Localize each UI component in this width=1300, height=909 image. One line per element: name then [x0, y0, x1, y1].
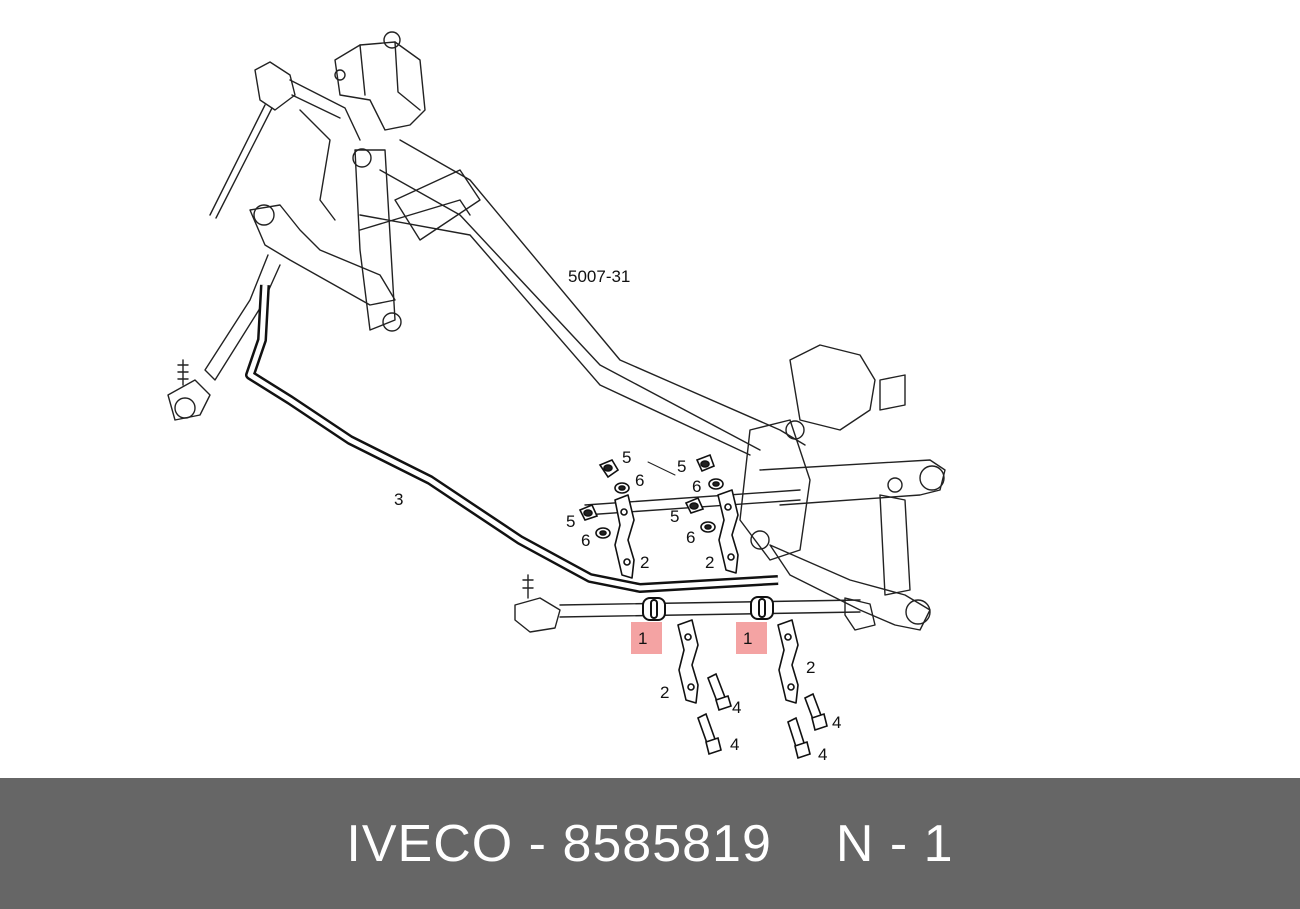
callout-5-d: 5	[670, 507, 679, 526]
highlight-box-left	[631, 622, 662, 654]
bolts	[697, 672, 828, 760]
quantity-label: N - 1	[835, 814, 954, 873]
callout-5-b: 5	[677, 457, 686, 476]
stabilizer-bushings	[642, 596, 774, 621]
right-spring-bracket	[789, 344, 876, 431]
callout-1-right: 1	[743, 629, 752, 648]
callout-2-a: 2	[640, 553, 649, 572]
brand-part-number: IVECO - 8585819	[346, 814, 772, 873]
callout-6-b: 6	[692, 477, 701, 496]
upper-spring-bracket	[334, 41, 426, 131]
callout-2-d: 2	[660, 683, 669, 702]
callout-1-left: 1	[638, 629, 647, 648]
axle-beam	[399, 139, 806, 446]
highlight-box-right	[736, 622, 767, 654]
callout-6-c: 6	[581, 531, 590, 550]
parts-diagram: 5007-31 1 1 3 2 2 2 2 4 4 4 4 5 5 5 5 6 …	[167, 31, 946, 764]
left-shackle	[354, 149, 396, 331]
exploded-view-drawing: 5007-31 1 1 3 2 2 2 2 4 4 4 4 5 5 5 5 6 …	[167, 31, 946, 764]
lower-tie-rod	[559, 599, 861, 618]
callout-6-a: 6	[635, 471, 644, 490]
callout-3: 3	[394, 490, 403, 509]
callout-4-a: 4	[732, 698, 741, 717]
upper-left-link	[254, 61, 296, 111]
callout-6-d: 6	[686, 528, 695, 547]
stabilizer-clamps	[614, 489, 799, 704]
lower-left-arm	[249, 204, 396, 306]
callout-4-b: 4	[730, 735, 739, 754]
tie-rod-end-right	[514, 597, 561, 633]
reference-number: 5007-31	[568, 267, 630, 286]
callout-2-b: 2	[705, 553, 714, 572]
callout-2-c: 2	[806, 658, 815, 677]
callout-5-c: 5	[566, 512, 575, 531]
callout-4-d: 4	[818, 745, 827, 764]
part-info-footer: IVECO - 8585819 N - 1	[0, 778, 1300, 909]
right-shackle	[739, 419, 811, 561]
callout-5-a: 5	[622, 448, 631, 467]
lower-right-arm	[769, 544, 931, 631]
nuts-and-washers	[578, 453, 724, 539]
callout-4-c: 4	[832, 713, 841, 732]
tie-rod-end-left	[167, 379, 211, 421]
stabilizer-bar	[245, 284, 779, 593]
